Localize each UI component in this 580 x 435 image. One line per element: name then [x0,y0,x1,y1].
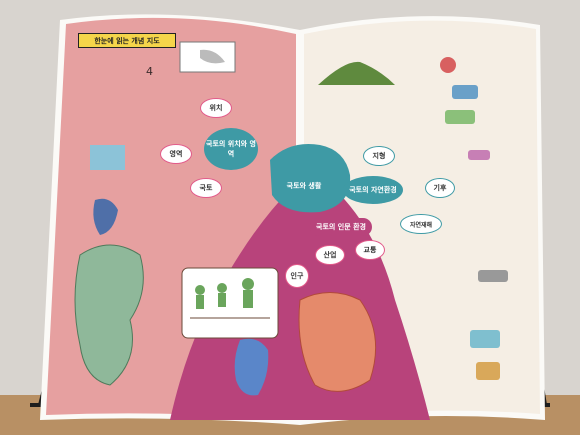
node-population: 인구 [285,264,309,288]
korea-map-left [74,244,144,386]
coast-illustration [90,145,125,170]
page-number: 4 [146,65,153,78]
node-territory: 영역 [160,144,192,164]
node-location: 위치 [200,98,232,118]
node-climate: 기후 [425,178,455,198]
node-transport: 교통 [355,240,385,260]
person-figures [195,278,254,309]
node-industry: 산업 [315,245,345,265]
node-terrain: 지형 [363,146,395,166]
region-map [93,198,118,235]
node-homeland: 국토 [190,178,222,198]
node-natural-environment: 국토의 자연환경 [343,176,403,204]
korea-map-right [298,292,377,392]
teal-blob [270,144,351,213]
right-icons [440,57,508,380]
concept-map-banner: 한눈에 읽는 개념 지도 [78,33,176,48]
korea-small-map [234,338,269,396]
mountain-illustration [318,61,395,85]
node-territory-life: 국토와 생활 [286,182,322,190]
node-location-territory: 국토의 위치와 영역 [204,128,258,170]
node-disaster: 자연재해 [400,214,442,234]
node-human-environment: 국토의 인문 환경 [310,218,372,236]
population-illustration [181,267,279,339]
